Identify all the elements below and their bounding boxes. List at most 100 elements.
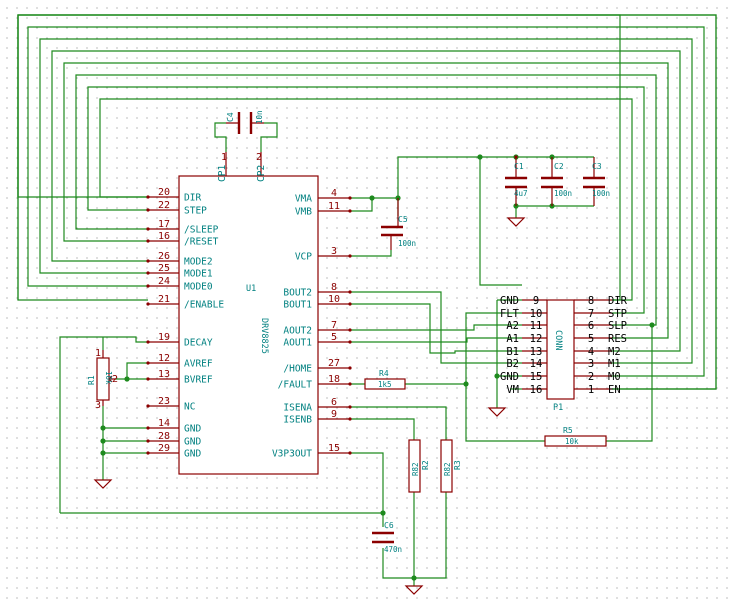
c2-ref: C2 [554, 162, 564, 171]
pin-end [146, 302, 150, 306]
junction-dot [100, 425, 106, 431]
pin-end [348, 254, 352, 258]
r4-ref: R4 [379, 369, 389, 378]
u1-pin-number: 3 [331, 246, 337, 257]
pin-end [146, 361, 150, 365]
r2-body [408, 439, 421, 493]
u1-pin-number: 16 [158, 231, 170, 242]
p1-net-label: A1 [506, 333, 519, 345]
u1-pin-number: 6 [331, 397, 337, 408]
r5-body [544, 435, 607, 447]
p1-pin-number: 6 [588, 320, 594, 332]
c5-ref: C5 [398, 215, 408, 224]
p1-pin-number: 13 [530, 346, 543, 358]
u1-pin-label: V3P3OUT [272, 449, 312, 460]
wire-cp2-c4 [260, 122, 278, 152]
wire-res [63, 62, 669, 339]
r5-resistor: 10k R5 [544, 426, 607, 447]
pin-end [146, 259, 150, 263]
p1-pin-number: 5 [588, 333, 594, 345]
pin-end [146, 271, 150, 275]
r2-value: R82 [411, 462, 420, 476]
pin-end [146, 284, 150, 288]
u1-pin-label: BOUT2 [283, 288, 312, 299]
wire-decoupling-gnd [515, 205, 594, 218]
r1-value: 10k [104, 371, 113, 385]
wire-stp [87, 86, 645, 314]
u1-pin-number: 5 [331, 332, 337, 343]
wire-vm-bus [372, 156, 522, 286]
junction-dot [411, 575, 417, 581]
p1-body [546, 299, 575, 400]
p1-pin-number: 4 [588, 346, 594, 358]
r5-ref: R5 [563, 426, 573, 435]
pin-end [146, 340, 150, 344]
p1-net-label: B1 [506, 346, 519, 358]
p1-net-label: M0 [608, 371, 621, 383]
junction-dot [649, 322, 655, 328]
p1-net-label: VM [506, 384, 519, 396]
p1-net-label: RES [608, 333, 627, 345]
wire-v3p3 [350, 452, 384, 527]
u1-pin-label: GND [184, 449, 201, 460]
wire-m0 [27, 26, 705, 377]
r5-value: 10k [565, 437, 579, 446]
p1-pin-number: 14 [530, 358, 543, 370]
r1-pin-2: 2 [112, 374, 118, 385]
wire-flt [350, 312, 522, 385]
c6-capacitor: C6 470n [372, 521, 402, 554]
p1-net-label: M1 [608, 358, 621, 370]
u1-pin-number: 24 [158, 276, 170, 287]
pin-end [146, 208, 150, 212]
u1-pin-label: ISENB [283, 415, 312, 426]
p1-net-label: EN [608, 384, 621, 396]
junction-dot [477, 154, 483, 160]
r2-ref: R2 [421, 460, 430, 470]
u1-pin-label: /ENABLE [184, 300, 224, 311]
pin-end [348, 302, 352, 306]
u1-pin-label: AVREF [184, 359, 213, 370]
junction-dot [124, 376, 130, 382]
wire-m2 [51, 50, 681, 352]
p1-net-label: GND [500, 295, 519, 307]
u1-pin-number: 12 [158, 353, 170, 364]
r3-value: R82 [443, 462, 452, 476]
u1-pin-number: 7 [331, 320, 337, 331]
u1-pin-label: GND [184, 437, 201, 448]
r4-value: 1k5 [378, 380, 392, 389]
c5-plates [381, 225, 403, 237]
gnd-symbol [404, 585, 424, 595]
pin-end [146, 227, 150, 231]
sense-resistors: R82 R82 R2 R3 [404, 439, 462, 595]
wire-decay [59, 336, 383, 514]
r4-body [364, 378, 406, 390]
p1-pin-number: 1 [588, 384, 594, 396]
pin-end [146, 195, 150, 199]
r4-resistor: 1k5 R4 [364, 369, 406, 390]
u1-pin-number: 29 [158, 443, 170, 454]
u1-pin-number: 10 [328, 294, 340, 305]
u1-pin-number: 22 [158, 200, 170, 211]
u1-pin-number: 21 [158, 294, 170, 305]
pin-end [514, 155, 518, 159]
c5-value: 100n [398, 239, 416, 248]
pin-end [146, 439, 150, 443]
pin-end [348, 328, 352, 332]
pin-end [348, 290, 352, 294]
p1-pin-number: 2 [588, 371, 594, 383]
u1-pin-number: 25 [158, 263, 170, 274]
c1-ref: C1 [514, 162, 524, 171]
wire-isenb [350, 418, 415, 440]
junctions [100, 154, 655, 581]
wire-m1 [39, 38, 693, 364]
p1-connector: CONN P1 [487, 299, 575, 417]
u1-pin-number: 20 [158, 187, 170, 198]
p1-net-label: M2 [608, 346, 621, 358]
u1-pin-label: VCP [295, 252, 312, 263]
pin-label-cp2: CP2 [256, 165, 267, 182]
u1-top-pins [225, 152, 262, 176]
u1-pin-number: 28 [158, 431, 170, 442]
u1-pin-number: 23 [158, 396, 170, 407]
